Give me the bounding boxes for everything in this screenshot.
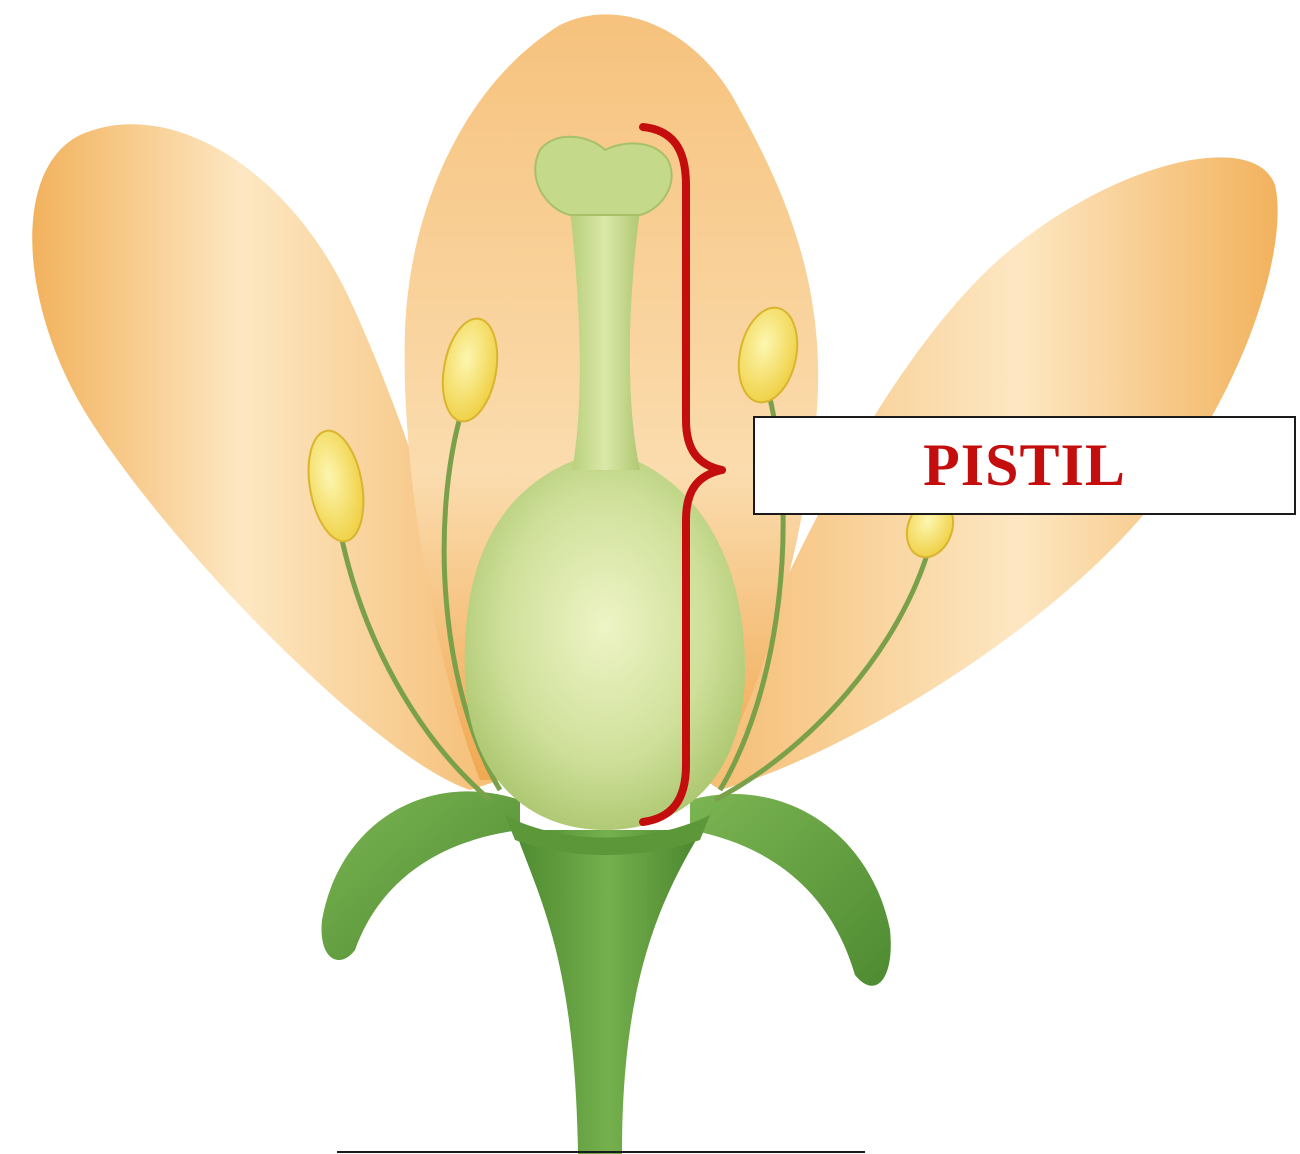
pistil-style (570, 210, 640, 470)
sepal-right (690, 794, 891, 986)
pistil-label-box: PISTIL (753, 416, 1296, 515)
stem (515, 830, 702, 1154)
answer-line (337, 1151, 865, 1153)
sepal-left (322, 791, 520, 960)
pistil-label: PISTIL (923, 431, 1126, 500)
pistil-stigma (535, 137, 671, 215)
